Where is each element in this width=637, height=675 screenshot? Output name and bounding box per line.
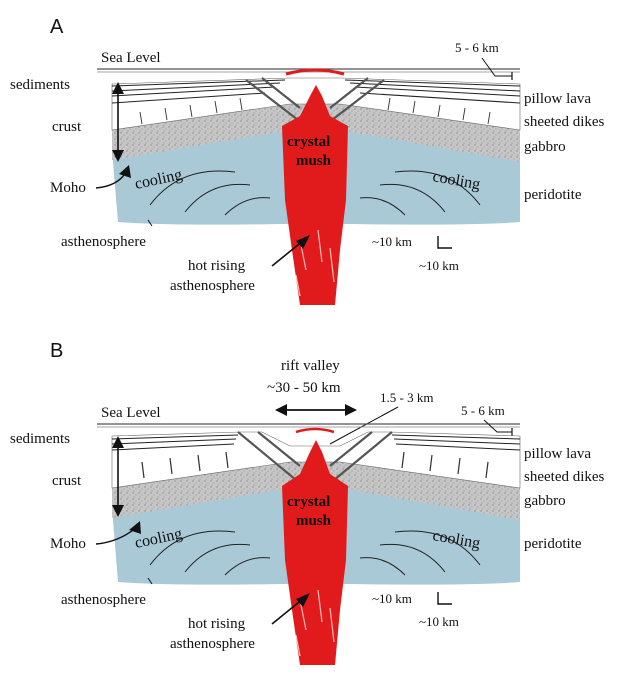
crystal-mush-label: mush bbox=[296, 153, 332, 169]
scale-horizontal-label: ~10 km bbox=[419, 614, 459, 629]
scale-vertical-label: ~10 km bbox=[372, 234, 412, 249]
scale-bar bbox=[438, 236, 452, 248]
pillow-lava-label: pillow lava bbox=[524, 446, 591, 462]
panel-b: B rift valley ~30 - 50 km 1.5 - 3 km Sea… bbox=[10, 340, 605, 665]
sheeted-dikes-label: sheeted dikes bbox=[524, 469, 605, 485]
scale-vertical-label: ~10 km bbox=[372, 591, 412, 606]
sediments-label: sediments bbox=[10, 77, 70, 93]
panel-letter: A bbox=[50, 16, 64, 38]
crystal-mush-label: crystal bbox=[287, 494, 330, 510]
crystal-mush-label: mush bbox=[296, 513, 332, 529]
width-leader bbox=[484, 420, 512, 432]
moho-label: Moho bbox=[50, 536, 86, 552]
crystal-mush-label: crystal bbox=[287, 134, 330, 150]
width-label: 5 - 6 km bbox=[455, 40, 499, 55]
hot-rising-label: asthenosphere bbox=[170, 636, 255, 652]
hot-rising-label: hot rising bbox=[188, 616, 246, 632]
rift-width-label: ~30 - 50 km bbox=[267, 380, 341, 396]
rift-valley-label: rift valley bbox=[281, 358, 340, 374]
axial-melt-lens bbox=[296, 429, 334, 432]
sheeted-dikes-label: sheeted dikes bbox=[524, 114, 605, 130]
sea-level-label: Sea Level bbox=[101, 405, 161, 421]
width-leader bbox=[482, 58, 512, 76]
moho-label: Moho bbox=[50, 180, 86, 196]
peridotite-label: peridotite bbox=[524, 536, 582, 552]
crust-label: crust bbox=[52, 119, 82, 135]
scale-horizontal-label: ~10 km bbox=[419, 258, 459, 273]
gabbro-label: gabbro bbox=[524, 493, 566, 509]
panel-letter: B bbox=[50, 340, 63, 362]
rift-depth-label: 1.5 - 3 km bbox=[380, 390, 433, 405]
asthenosphere-label: asthenosphere bbox=[61, 234, 146, 250]
width-label: 5 - 6 km bbox=[461, 403, 505, 418]
arrowhead-left bbox=[275, 404, 287, 416]
scale-bar bbox=[438, 592, 452, 604]
peridotite-label: peridotite bbox=[524, 187, 582, 203]
gabbro-label: gabbro bbox=[524, 139, 566, 155]
pillow-lava-label: pillow lava bbox=[524, 91, 591, 107]
crust-label: crust bbox=[52, 473, 82, 489]
hot-rising-label: asthenosphere bbox=[170, 278, 255, 294]
sediments-label: sediments bbox=[10, 431, 70, 447]
panel-a: A Sea Level 5 - 6 km bbox=[10, 16, 605, 305]
asthenosphere-label: asthenosphere bbox=[61, 592, 146, 608]
hot-rising-label: hot rising bbox=[188, 258, 246, 274]
sea-level-label: Sea Level bbox=[101, 50, 161, 66]
arrowhead-right bbox=[345, 404, 357, 416]
